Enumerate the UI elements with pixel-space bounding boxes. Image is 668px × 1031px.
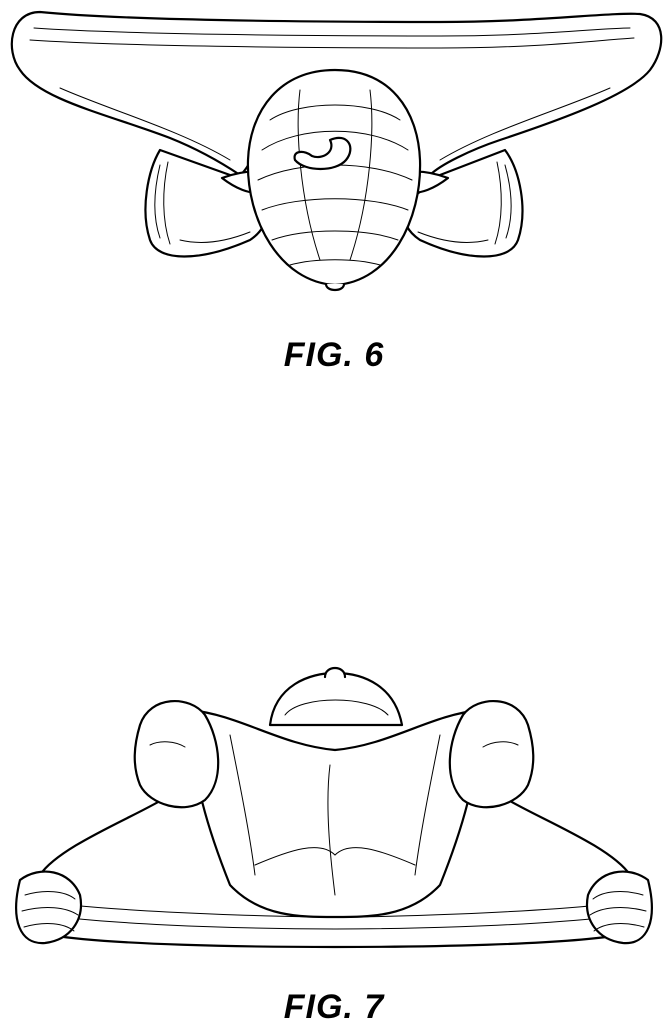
torso-panel: [190, 710, 480, 917]
nose-tip: [326, 284, 344, 290]
figure-6-drawing: [0, 0, 668, 300]
figure-7-svg: [0, 655, 668, 955]
figure-6-caption: FIG. 6: [0, 336, 668, 375]
figure-6-svg: [0, 0, 668, 300]
figure-7-drawing: [0, 655, 668, 955]
left-hand: [135, 701, 218, 807]
figure-7-caption: FIG. 7: [0, 988, 668, 1027]
head: [270, 673, 402, 725]
right-hand: [450, 701, 533, 807]
nose-tip: [325, 668, 345, 677]
head: [248, 70, 420, 285]
